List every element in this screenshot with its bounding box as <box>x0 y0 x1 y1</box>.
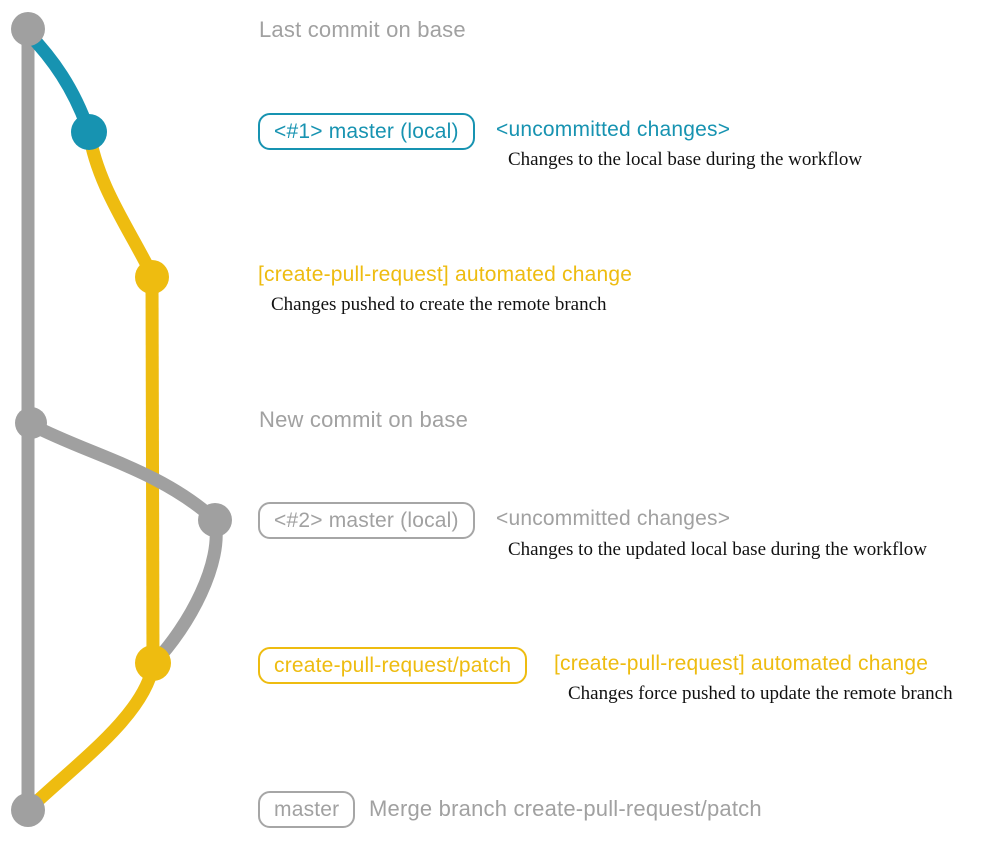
rebase-curve-lower <box>147 515 223 670</box>
commit-dot-patch-1 <box>135 260 169 294</box>
caption-last-commit: Last commit on base <box>259 17 466 42</box>
commit-graph <box>11 12 232 827</box>
automated-change-title-1: [create-pull-request] automated change <box>258 263 633 286</box>
caption-new-commit: New commit on base <box>259 407 469 432</box>
merge-curve <box>23 658 160 815</box>
commit-dot-merge <box>11 793 45 827</box>
commit-dot-uncommitted-1 <box>71 114 107 150</box>
badge-create-pull-request-patch: create-pull-request/patch <box>258 647 528 684</box>
patch-upper-curve <box>82 125 159 282</box>
desc-local-base: Changes to the local base during the wor… <box>508 149 863 170</box>
desc-force-pushed: Changes force pushed to update the remot… <box>568 683 953 704</box>
commit-dot-last-commit <box>11 12 45 46</box>
commit-dot-new-commit <box>15 407 47 439</box>
desc-updated-local-base: Changes to the updated local base during… <box>508 539 927 560</box>
automated-change-title-2: [create-pull-request] automated change <box>554 652 929 675</box>
rebase-curve-upper <box>25 418 222 527</box>
badge-master: master <box>258 791 356 828</box>
badge-master-local-1: <#1> master (local) <box>258 113 475 150</box>
patch-branch-line <box>145 276 160 664</box>
desc-pushed-create: Changes pushed to create the remote bran… <box>271 294 607 315</box>
caption-merge-branch: Merge branch create-pull-request/patch <box>369 796 762 821</box>
uncommitted-changes-title-1: <uncommitted changes> <box>496 118 731 141</box>
badge-master-local-2: <#2> master (local) <box>258 502 475 539</box>
commit-dot-patch-2 <box>135 645 171 681</box>
commit-dot-uncommitted-2 <box>198 503 232 537</box>
uncommitted-changes-title-2: <uncommitted changes> <box>496 507 731 530</box>
